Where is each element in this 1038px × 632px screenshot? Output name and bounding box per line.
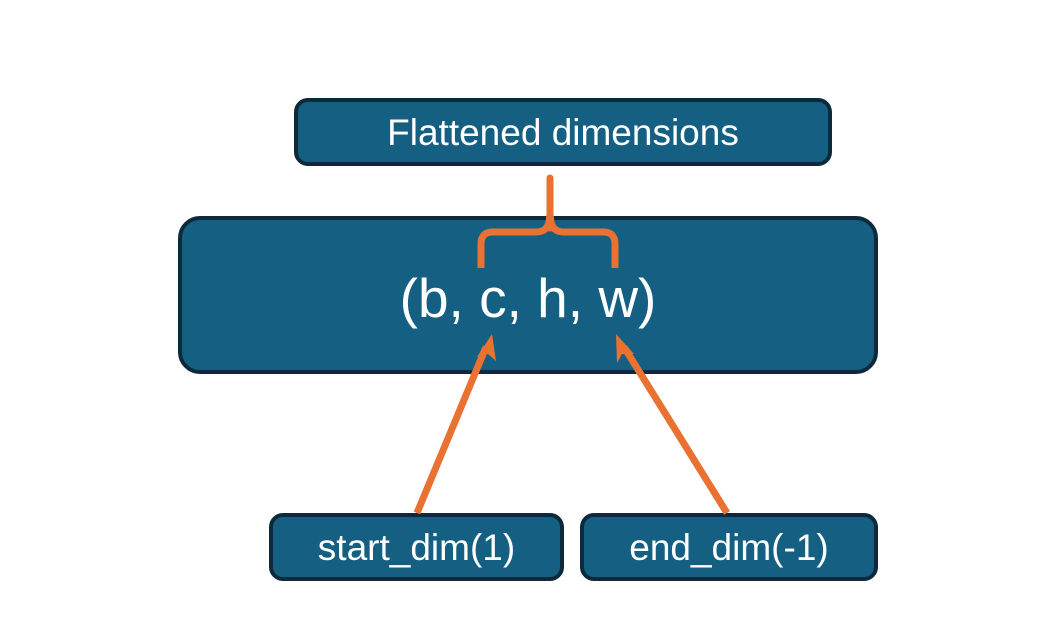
tensor-shape-label: (b, c, h, w) xyxy=(399,267,657,329)
end-dim-label: end_dim(-1) xyxy=(629,526,829,568)
flattened-dimensions-label: Flattened dimensions xyxy=(387,111,739,153)
end-dim-box[interactable]: end_dim(-1) xyxy=(580,513,878,581)
flattened-dimensions-box[interactable]: Flattened dimensions xyxy=(294,98,832,166)
tensor-shape-box[interactable]: (b, c, h, w) xyxy=(178,216,878,374)
start-dim-box[interactable]: start_dim(1) xyxy=(269,513,564,581)
start-dim-label: start_dim(1) xyxy=(317,526,516,568)
